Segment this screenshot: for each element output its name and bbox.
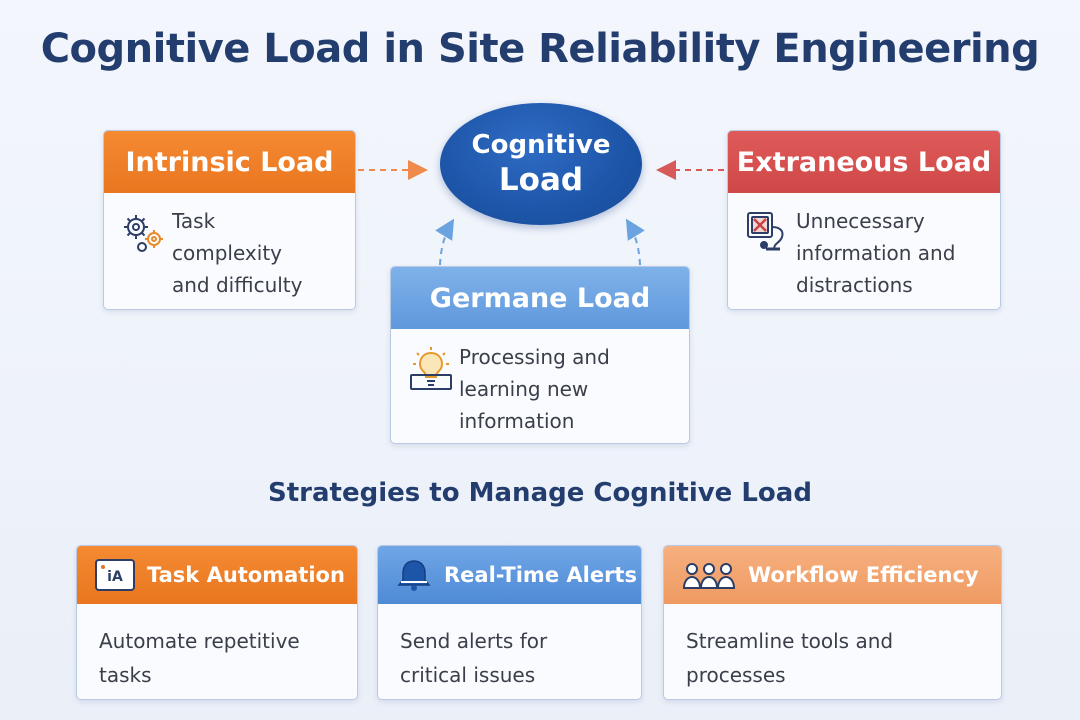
arrow-germane-left [435, 218, 455, 266]
arrow-germane-right [625, 218, 645, 266]
real-time-alerts-line-2: critical issues [400, 663, 536, 687]
svg-text:iA: iA [107, 569, 123, 585]
cognitive-load-line-2: Load [498, 162, 584, 198]
lightbulb-icon [407, 345, 459, 402]
task-automation-card: iA Task Automation Automate repetitive t… [76, 545, 358, 700]
page-title: Cognitive Load in Site Reliability Engin… [40, 26, 1040, 72]
real-time-alerts-line-1: Send alerts for [400, 629, 548, 653]
workflow-efficiency-title: Workflow Efficiency [748, 563, 979, 587]
germane-line-1: Processing and [459, 345, 610, 369]
intrinsic-line-1: Task [172, 209, 216, 233]
automation-icon: iA [95, 559, 135, 591]
distraction-icon [744, 209, 796, 266]
workflow-efficiency-line-1: Streamline tools and [686, 629, 894, 653]
cognitive-load-node: Cognitive Load [440, 103, 642, 225]
germane-load-card: Germane Load Processing and learning new… [390, 266, 690, 444]
bell-icon [396, 558, 432, 592]
cognitive-load-line-1: Cognitive [471, 130, 611, 160]
people-icon [682, 560, 736, 590]
extraneous-line-2: information and [796, 241, 956, 265]
intrinsic-load-card: Intrinsic Load Task complexity and diffi… [103, 130, 356, 310]
germane-line-2: learning new [459, 377, 589, 401]
real-time-alerts-card: Real-Time Alerts Send alerts for critica… [377, 545, 642, 700]
task-automation-line-2: tasks [99, 663, 152, 687]
workflow-efficiency-card: Workflow Efficiency Streamline tools and… [663, 545, 1002, 700]
intrinsic-line-3: and difficulty [172, 273, 303, 297]
extraneous-load-card: Extraneous Load Unnecessary information … [727, 130, 1001, 310]
real-time-alerts-title: Real-Time Alerts [444, 563, 637, 587]
task-automation-title: Task Automation [147, 563, 345, 587]
intrinsic-load-title: Intrinsic Load [104, 131, 355, 193]
task-automation-line-1: Automate repetitive [99, 629, 300, 653]
gears-icon [120, 209, 172, 266]
workflow-efficiency-line-2: processes [686, 663, 786, 687]
germane-line-3: information [459, 409, 575, 433]
extraneous-line-1: Unnecessary [796, 209, 925, 233]
intrinsic-line-2: complexity [172, 241, 282, 265]
extraneous-load-title: Extraneous Load [728, 131, 1000, 193]
strategies-title: Strategies to Manage Cognitive Load [268, 478, 812, 508]
extraneous-line-3: distractions [796, 273, 913, 297]
germane-load-title: Germane Load [391, 267, 689, 329]
